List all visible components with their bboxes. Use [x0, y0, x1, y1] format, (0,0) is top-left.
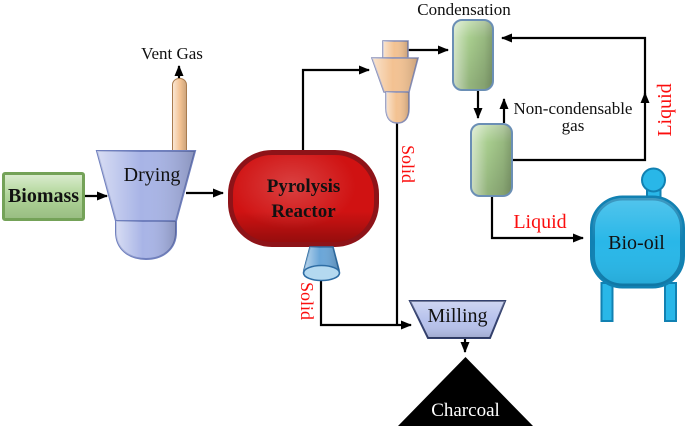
condenser-vessel-1 — [452, 19, 494, 91]
condenser-vessel-2 — [470, 123, 513, 197]
solid-stream-label-reactor: Solid — [297, 281, 317, 320]
non-condensable-gas-label: Non-condensable gas — [510, 100, 636, 134]
vent-gas-label: Vent Gas — [141, 44, 203, 63]
milling-node — [408, 300, 507, 339]
drying-label: Drying — [123, 164, 181, 186]
flow-reactor-to-cyclone — [301, 65, 370, 151]
vent-gas-pipe — [172, 78, 187, 154]
cyclone-separator — [370, 40, 420, 124]
flow-reactor-solid-to-milling — [319, 277, 412, 330]
non-condensable-gas-label-line1: Non-condensable — [513, 99, 633, 118]
reactor-label-line1: Pyrolysis — [266, 175, 341, 197]
condensation-label: Condensation — [417, 0, 511, 19]
bio-oil-tank — [590, 167, 685, 322]
biomass-label: Biomass — [7, 185, 80, 207]
liquid-out-label: Liquid — [513, 211, 567, 233]
bio-oil-label: Bio-oil — [608, 232, 665, 254]
flow-liquid-to-bio-oil — [490, 192, 584, 243]
solid-stream-label-cyclone: Solid — [398, 144, 418, 183]
pyrolysis-reactor-node: Pyrolysis Reactor — [228, 150, 379, 247]
milling-label: Milling — [427, 305, 488, 327]
liquid-recycle-label: Liquid — [654, 83, 676, 137]
charcoal-label: Charcoal — [431, 400, 500, 421]
drying-funnel — [95, 150, 197, 261]
biomass-node: Biomass — [2, 172, 85, 221]
reactor-outlet-cone — [302, 246, 341, 282]
non-condensable-gas-label-line2: gas — [561, 116, 585, 135]
reactor-label-line2: Reactor — [271, 200, 336, 222]
